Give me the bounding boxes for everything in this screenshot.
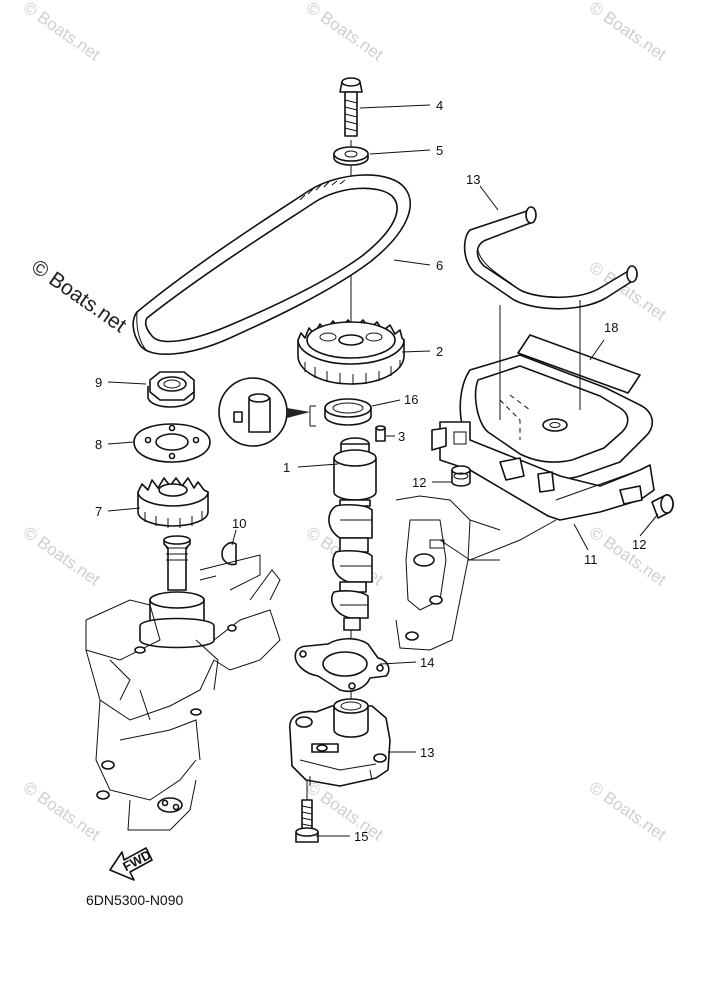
callout-14: 13 — [420, 745, 434, 760]
engine-block-right — [395, 495, 501, 651]
callout-13: 13 — [466, 172, 480, 187]
seal-detail-callout — [218, 377, 310, 447]
part-camshaft-1 — [328, 437, 377, 631]
callout-8: 8 — [95, 437, 102, 452]
callout-9: 9 — [95, 375, 102, 390]
leader-lines — [107, 104, 659, 837]
callout-7: 7 — [95, 504, 102, 519]
watermark-main: © Boats.net — [27, 255, 130, 337]
watermark: © Boats.net — [586, 0, 670, 65]
part-pin-3 — [375, 425, 386, 442]
callout-11: 11 — [584, 552, 598, 567]
part-nut-9 — [147, 371, 195, 408]
watermark: © Boats.net — [20, 523, 104, 590]
watermark: © Boats.net — [586, 523, 670, 590]
callout-labels: 4 5 6 2 16 3 1 9 8 7 10 14 13 15 12 12 1… — [95, 98, 646, 844]
part-cover-11 — [431, 300, 655, 561]
fwd-label: FWD — [120, 847, 153, 874]
part-grommet-12a — [451, 465, 471, 487]
part-key-10 — [221, 541, 237, 566]
watermark: © Boats.net — [586, 778, 670, 845]
callout-1: 1 — [283, 460, 290, 475]
diagram-code: 6DN5300-N090 — [86, 892, 183, 908]
callout-5: 5 — [436, 143, 443, 158]
engine-block-left — [85, 535, 281, 831]
callout-15: 14 — [420, 655, 434, 670]
callout-18: 18 — [604, 320, 618, 335]
part-bolt-16 — [295, 799, 319, 843]
callout-2: 2 — [436, 344, 443, 359]
callout-12a: 12 — [412, 475, 426, 490]
part-crank-pulley-7 — [137, 477, 209, 528]
watermark: © Boats.net — [20, 778, 104, 845]
part-bolt-4 — [339, 77, 363, 137]
part-label-18 — [517, 334, 641, 394]
part-plate-8 — [133, 423, 211, 463]
part-belt-6 — [132, 174, 411, 355]
part-oil-pump-14 — [289, 698, 391, 787]
part-hose-13 — [463, 206, 638, 310]
part-gasket-15 — [294, 637, 390, 693]
watermark: © Boats.net — [20, 0, 104, 65]
part-grommet-12b — [651, 494, 674, 519]
callout-17: 16 — [404, 392, 418, 407]
callout-3: 3 — [398, 429, 405, 444]
callout-16: 15 — [354, 829, 368, 844]
part-pulley-2 — [297, 319, 405, 385]
callout-4: 4 — [436, 98, 443, 113]
part-washer-5 — [333, 146, 369, 166]
callout-10: 10 — [232, 516, 246, 531]
watermark: © Boats.net — [303, 0, 387, 65]
callout-6: 6 — [436, 258, 443, 273]
fwd-arrow-icon: FWD — [109, 847, 153, 881]
part-seal-17 — [309, 398, 372, 427]
callout-12b: 12 — [632, 537, 646, 552]
